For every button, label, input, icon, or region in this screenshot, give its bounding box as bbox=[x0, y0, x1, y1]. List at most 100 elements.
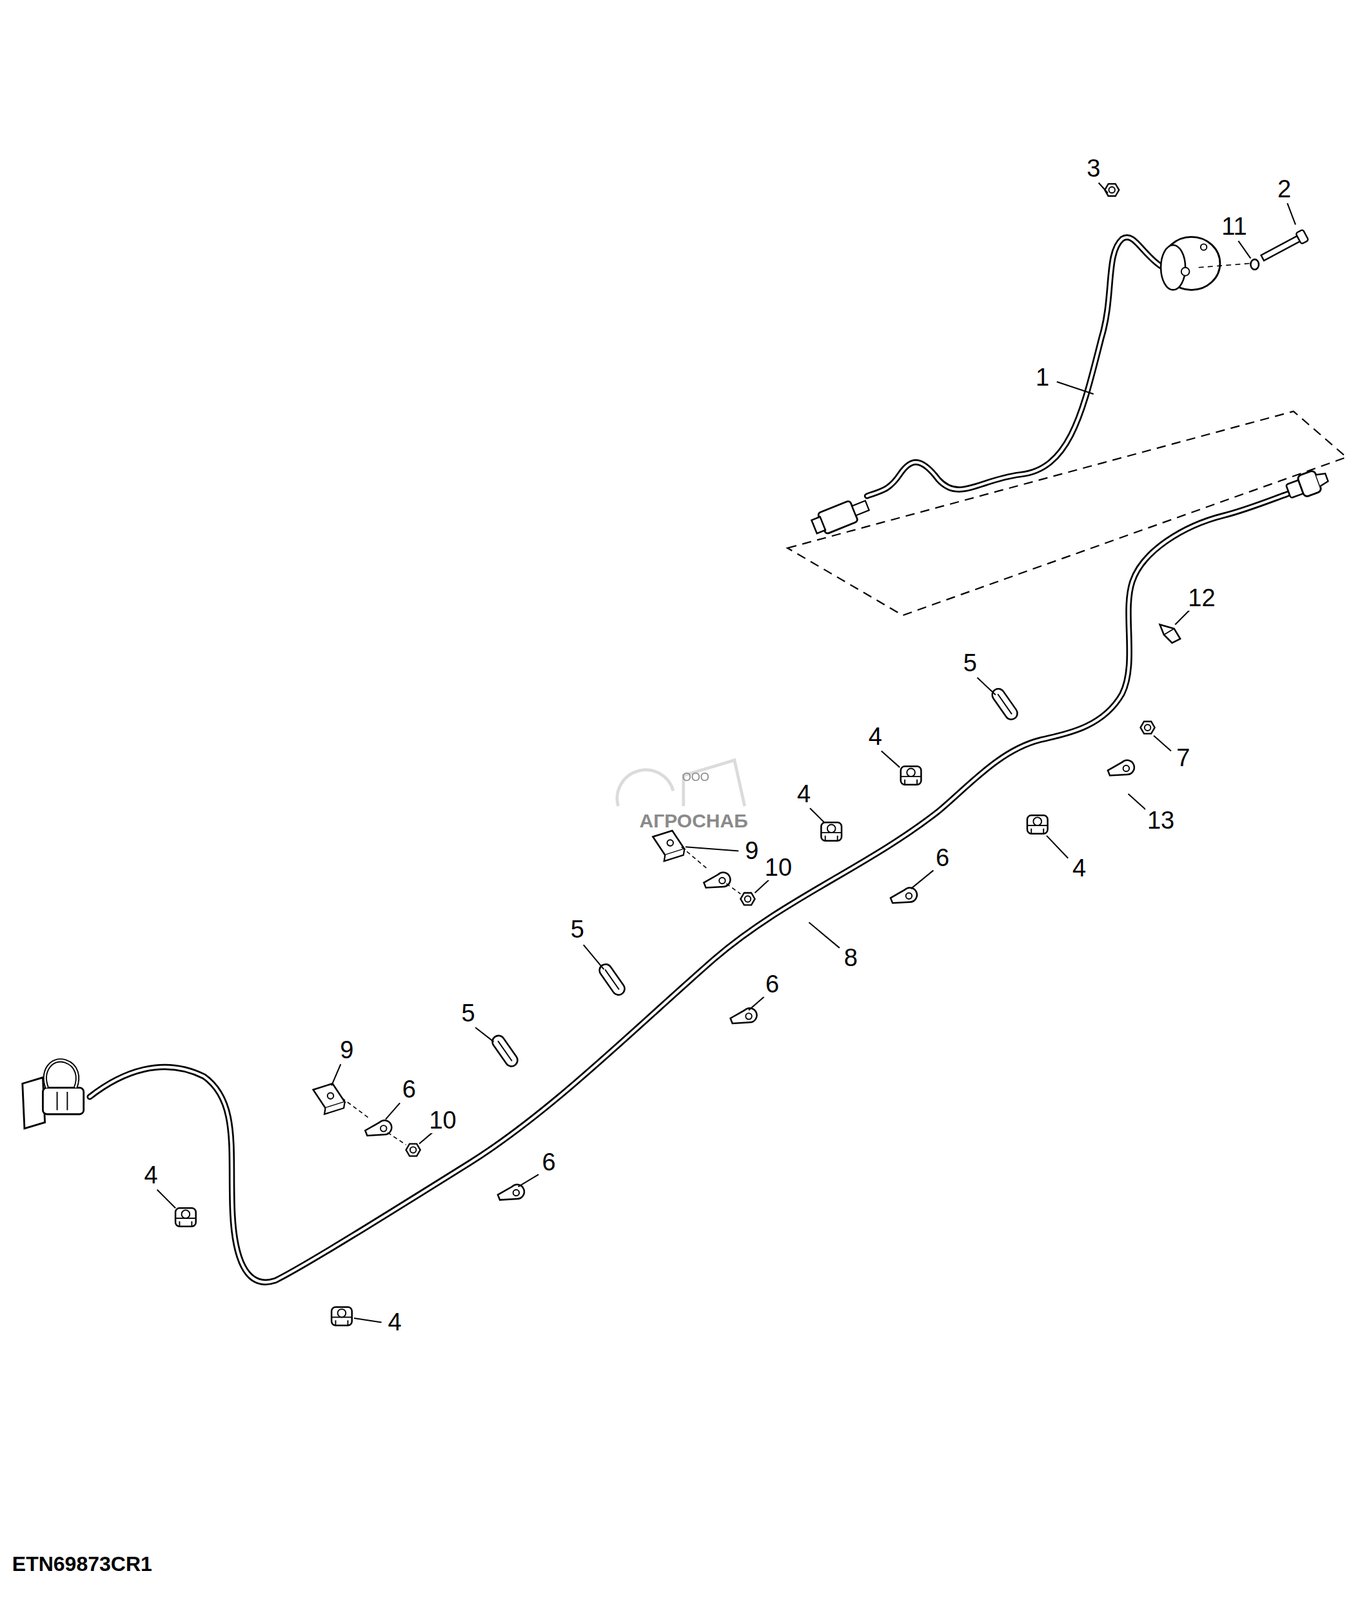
callout-number: 6 bbox=[763, 971, 781, 997]
clamp bbox=[730, 1007, 758, 1024]
connector-tip bbox=[1316, 471, 1330, 487]
callout-number: 10 bbox=[426, 1107, 458, 1134]
callout-number: 4 bbox=[795, 780, 813, 807]
leader-line bbox=[1056, 381, 1094, 395]
clamp bbox=[497, 1184, 525, 1201]
harness-1 bbox=[809, 183, 1309, 538]
leader-line bbox=[809, 808, 825, 823]
plug bbox=[1160, 624, 1181, 643]
leader-line bbox=[976, 677, 996, 696]
bracket bbox=[313, 1083, 346, 1114]
clip bbox=[900, 766, 922, 785]
callout-number: 3 bbox=[1084, 155, 1103, 182]
connector bbox=[22, 1060, 84, 1128]
leader-line bbox=[748, 996, 765, 1011]
callout-number: 11 bbox=[1219, 213, 1249, 240]
clip bbox=[820, 822, 842, 841]
callout-number: 5 bbox=[961, 650, 979, 676]
cable-fill bbox=[89, 493, 1288, 1283]
assembly-line bbox=[1198, 263, 1250, 267]
callout-number: 12 bbox=[1185, 584, 1217, 611]
connector-tip bbox=[811, 516, 825, 534]
bolt-head bbox=[1295, 229, 1309, 245]
watermark-text: ООО bbox=[680, 770, 712, 784]
washer bbox=[1250, 259, 1259, 270]
callout-number: 4 bbox=[142, 1162, 160, 1188]
clip bbox=[1027, 815, 1048, 834]
connector-loop-fill bbox=[45, 1060, 78, 1088]
callout-number: 9 bbox=[337, 1036, 356, 1063]
disc-hole bbox=[1181, 267, 1190, 277]
callout-number: 5 bbox=[568, 916, 587, 943]
harness-8 bbox=[22, 466, 1331, 1283]
leader-line bbox=[354, 1318, 382, 1322]
leader-line bbox=[385, 1102, 400, 1119]
cable-tie bbox=[989, 686, 1020, 722]
clamp bbox=[890, 887, 918, 904]
clamp bbox=[703, 872, 730, 888]
clamp bbox=[1107, 760, 1135, 776]
leader-line bbox=[331, 1064, 341, 1086]
callout-number: 6 bbox=[539, 1149, 558, 1175]
cable-outline bbox=[89, 493, 1288, 1283]
leader-line bbox=[419, 1131, 434, 1145]
leader-line bbox=[808, 922, 839, 948]
leader-line bbox=[755, 879, 770, 894]
bolt-shank bbox=[1261, 236, 1301, 261]
disc-hole bbox=[1200, 243, 1207, 250]
callout-number: 4 bbox=[386, 1309, 404, 1335]
leader-line bbox=[518, 1174, 540, 1187]
callout-number: 1 bbox=[1033, 364, 1052, 391]
callout-number: 9 bbox=[742, 837, 761, 864]
bracket bbox=[652, 830, 685, 861]
disc-rim bbox=[1160, 245, 1186, 291]
nut bbox=[740, 892, 755, 905]
connector-boot bbox=[851, 500, 869, 516]
callout-number: 4 bbox=[1070, 855, 1088, 881]
nut bbox=[1104, 183, 1119, 197]
nut bbox=[406, 1144, 421, 1157]
cable-fill bbox=[867, 237, 1164, 496]
connector-body bbox=[42, 1087, 84, 1115]
leader-line bbox=[1238, 241, 1251, 259]
assembly-line bbox=[341, 846, 741, 1145]
leader-line bbox=[685, 846, 739, 851]
callout-number: 5 bbox=[459, 1000, 477, 1026]
callout-number: 4 bbox=[866, 723, 885, 750]
callout-number: 7 bbox=[1174, 744, 1192, 771]
connector-flange bbox=[22, 1077, 46, 1129]
leader-line bbox=[911, 870, 934, 889]
leader-line bbox=[583, 944, 605, 970]
leader-line bbox=[1287, 203, 1296, 225]
leader-line bbox=[1046, 835, 1068, 859]
connector bbox=[809, 495, 872, 538]
leader-line bbox=[1153, 735, 1172, 752]
callout-number: 10 bbox=[762, 854, 794, 881]
washer-ring bbox=[1250, 259, 1259, 270]
nut bbox=[1140, 721, 1155, 734]
leader-line bbox=[1098, 182, 1108, 193]
leader-line bbox=[157, 1189, 176, 1208]
hardware bbox=[175, 624, 1181, 1326]
connector bbox=[1284, 466, 1331, 502]
callout-number: 2 bbox=[1275, 176, 1293, 202]
callout-number: 13 bbox=[1145, 807, 1177, 834]
leader-line bbox=[475, 1027, 494, 1042]
callout-number: 6 bbox=[933, 844, 952, 871]
clip bbox=[175, 1207, 197, 1226]
callout-number: 6 bbox=[400, 1076, 418, 1103]
leader-lines bbox=[157, 182, 1296, 1322]
watermark-text: АГРОСНАБ bbox=[637, 810, 750, 832]
connector-ribs bbox=[57, 1091, 68, 1110]
leader-line bbox=[881, 751, 900, 768]
watermark-logo bbox=[617, 760, 745, 807]
callout-number: 8 bbox=[842, 944, 860, 971]
clamp bbox=[364, 1120, 392, 1136]
cable-outline bbox=[867, 237, 1164, 496]
bolt bbox=[1259, 229, 1309, 264]
leader-line bbox=[1174, 610, 1190, 625]
clip bbox=[331, 1307, 353, 1326]
connector-loop bbox=[45, 1060, 78, 1088]
